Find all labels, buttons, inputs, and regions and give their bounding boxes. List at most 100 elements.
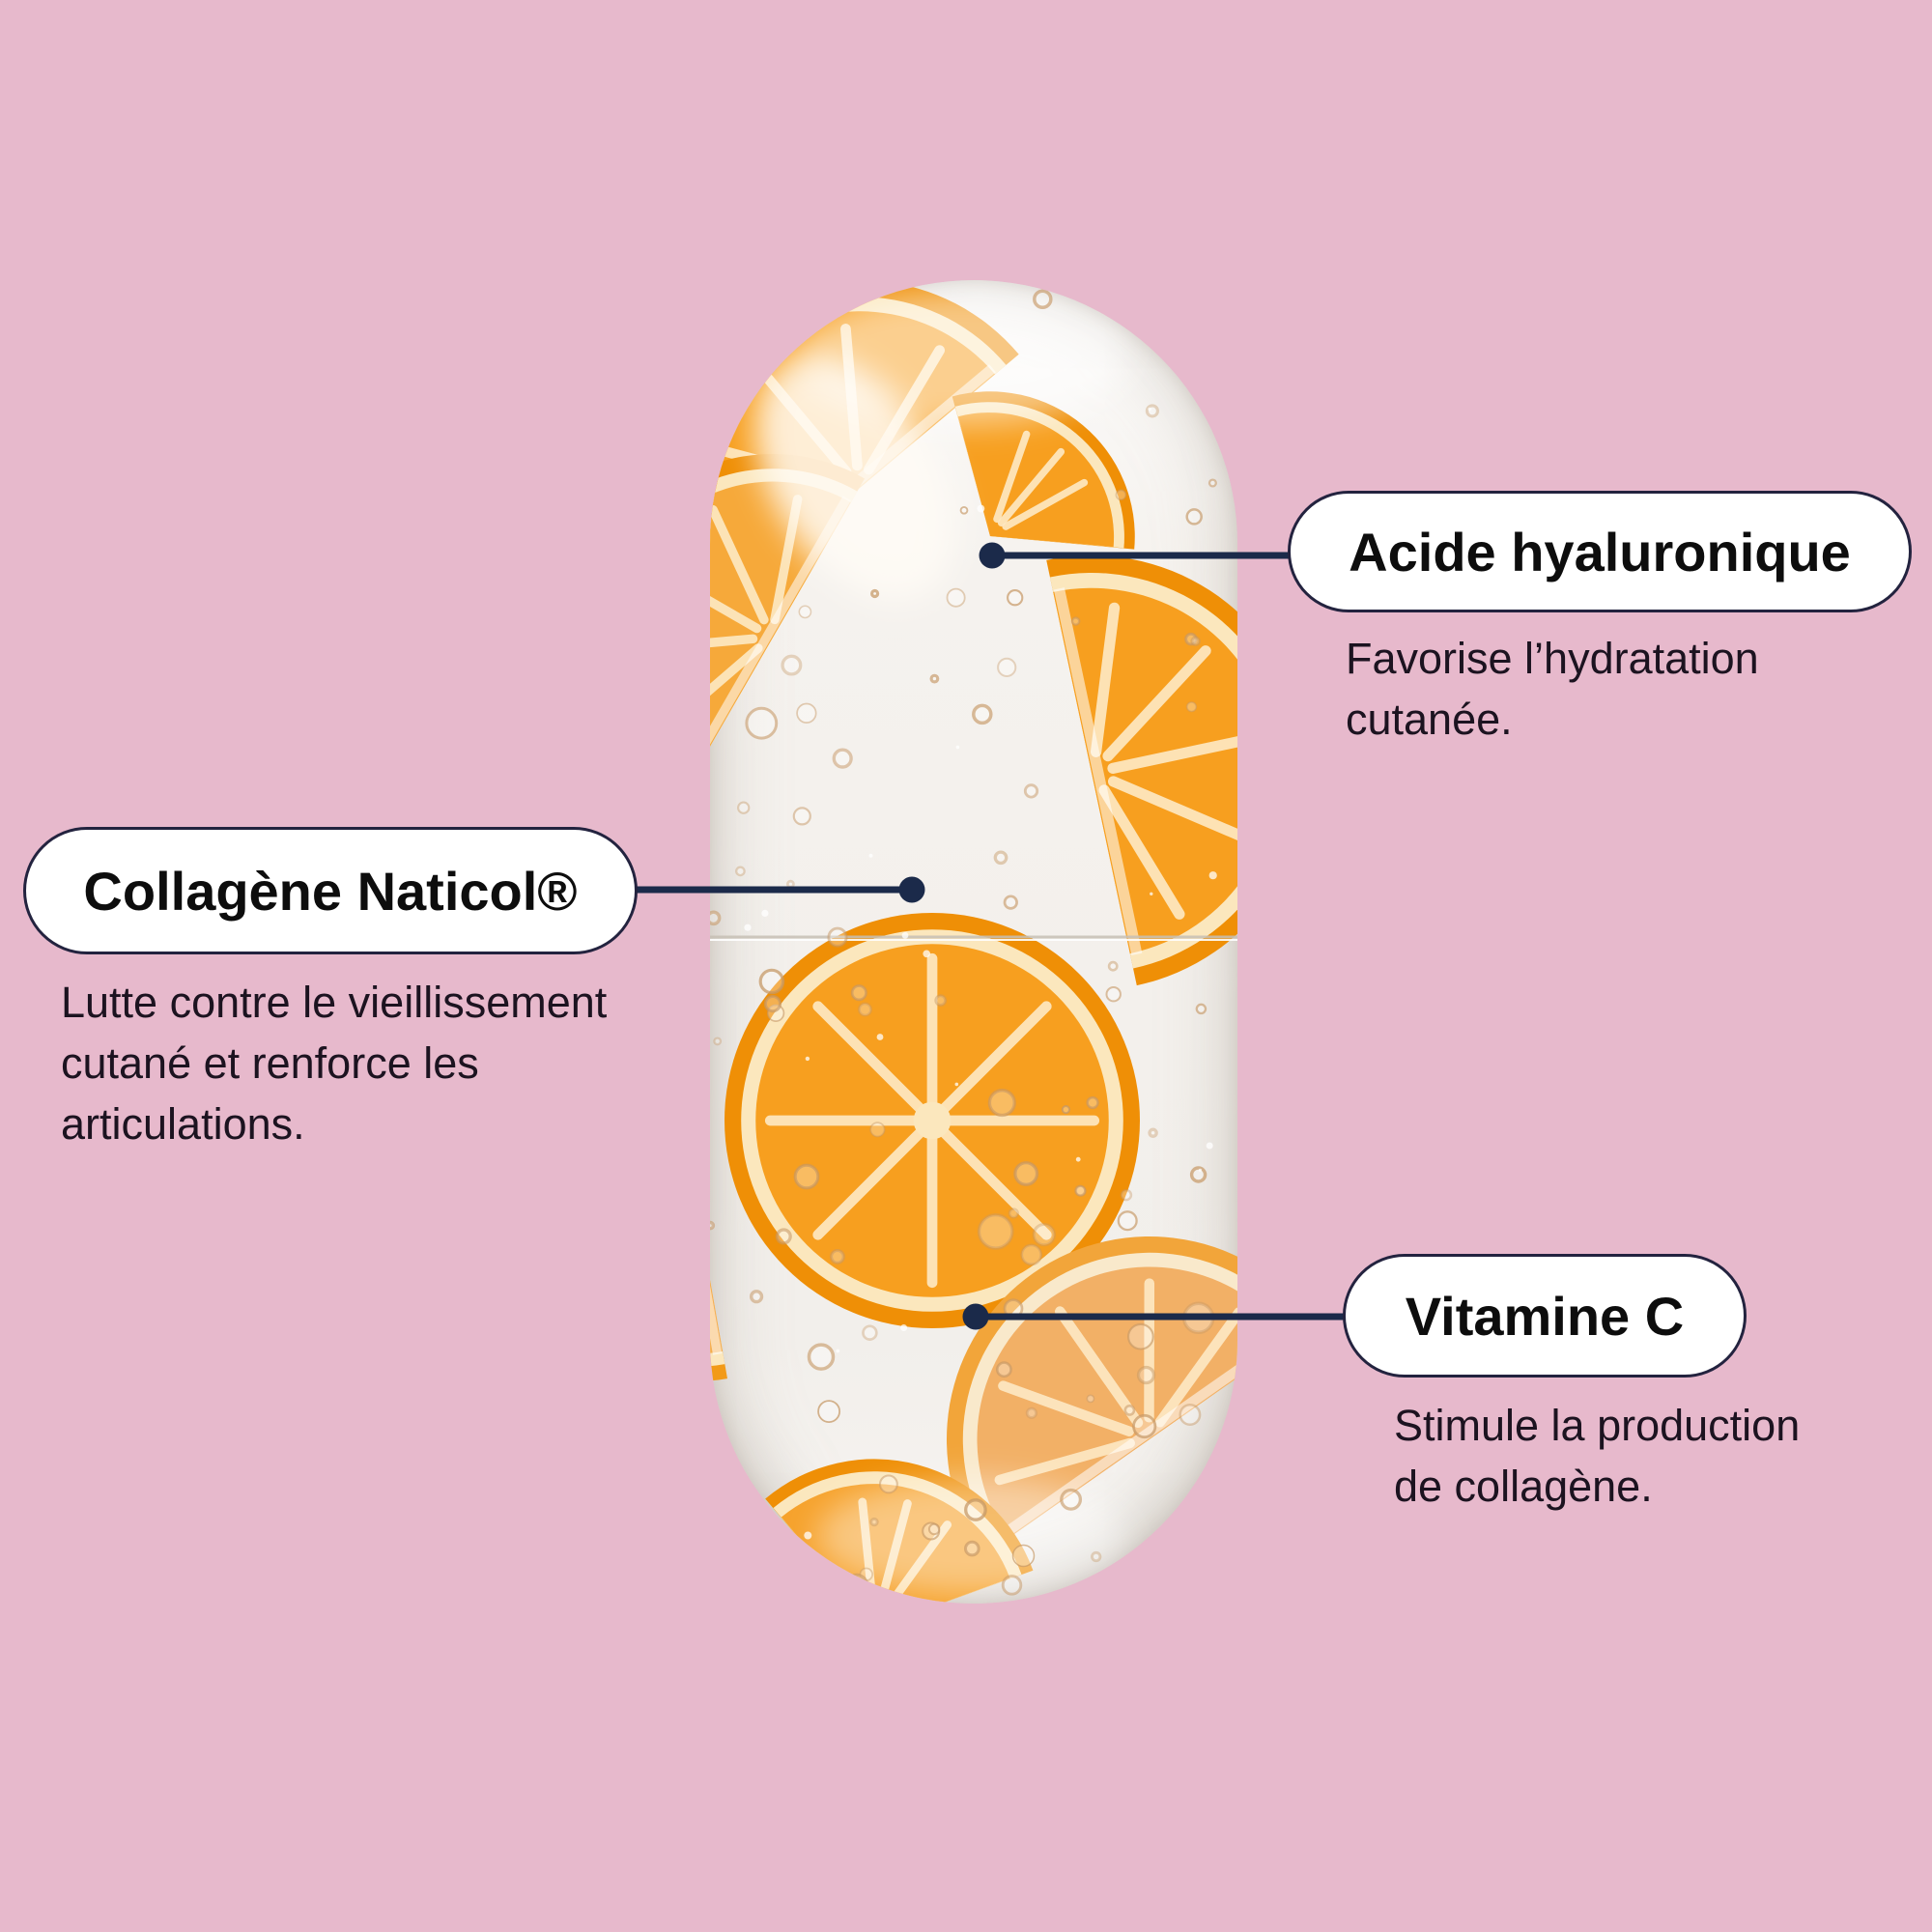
bubble bbox=[878, 1474, 898, 1494]
bubble bbox=[749, 1290, 764, 1304]
ingredient-title: Vitamine C bbox=[1405, 1285, 1685, 1347]
bubble bbox=[1013, 1161, 1039, 1186]
bubble bbox=[1195, 1003, 1208, 1015]
bubble bbox=[1086, 1095, 1099, 1110]
bubble bbox=[1185, 701, 1198, 713]
bubble bbox=[1208, 478, 1217, 488]
bubble bbox=[766, 1004, 785, 1022]
bubble bbox=[1148, 1127, 1158, 1139]
bubble bbox=[793, 1163, 820, 1190]
bubble bbox=[1179, 1404, 1202, 1426]
bubble bbox=[1008, 1208, 1019, 1219]
bubble bbox=[1178, 320, 1198, 340]
bubble bbox=[1120, 1188, 1133, 1202]
bubble bbox=[763, 995, 782, 1013]
bubble bbox=[805, 1056, 810, 1062]
bubble bbox=[1132, 1413, 1157, 1439]
bubble bbox=[817, 1400, 840, 1423]
bubble bbox=[761, 909, 769, 918]
bubble bbox=[737, 801, 751, 814]
bubble bbox=[781, 654, 803, 676]
bubble bbox=[713, 1037, 723, 1046]
bubble bbox=[807, 1343, 836, 1371]
bubble bbox=[929, 673, 940, 684]
bubble bbox=[775, 1587, 792, 1604]
description-line: cutané et renforce les bbox=[61, 1038, 479, 1088]
description-line: Favorise l’hydratation bbox=[1346, 634, 1759, 683]
bubble bbox=[1001, 1575, 1023, 1596]
bubble bbox=[1215, 354, 1235, 373]
capsule-seam bbox=[710, 935, 1237, 941]
description-line: cutanée. bbox=[1346, 695, 1513, 744]
bubble bbox=[786, 879, 795, 889]
bubble bbox=[954, 1082, 959, 1087]
bubble bbox=[850, 984, 867, 1002]
bubble bbox=[1023, 783, 1039, 799]
bubble bbox=[1127, 1322, 1154, 1350]
bubble bbox=[927, 1522, 941, 1536]
bubble bbox=[796, 306, 807, 318]
bubble bbox=[1185, 508, 1203, 526]
bubble bbox=[829, 1248, 845, 1264]
orange-slice bbox=[710, 1017, 727, 1410]
bubble bbox=[1149, 280, 1160, 290]
bubble bbox=[900, 1324, 908, 1331]
bubble bbox=[844, 1573, 869, 1598]
ingredient-pill-acide-hyaluronique: Acide hyaluronique bbox=[1288, 491, 1912, 612]
bubble bbox=[862, 1324, 878, 1341]
bubble bbox=[775, 1228, 792, 1245]
bubble bbox=[993, 850, 1009, 866]
ingredient-description-collagene-naticol: Lutte contre le vieillissement cutané et… bbox=[61, 972, 607, 1154]
bubble bbox=[758, 968, 785, 995]
bubble bbox=[710, 348, 730, 377]
bubble bbox=[1020, 1243, 1043, 1266]
bubble bbox=[964, 1498, 987, 1521]
bubble bbox=[804, 1531, 812, 1540]
bubble bbox=[832, 748, 853, 769]
bubble bbox=[1091, 1550, 1102, 1563]
bubble bbox=[1033, 289, 1053, 309]
bubble bbox=[1142, 328, 1151, 338]
bubble bbox=[1025, 1406, 1038, 1419]
bubble bbox=[1198, 1168, 1202, 1172]
glare-highlight bbox=[754, 290, 1125, 1594]
bubble bbox=[1198, 385, 1207, 393]
bubble bbox=[1061, 1105, 1070, 1115]
bubble bbox=[1148, 407, 1151, 412]
bubble bbox=[710, 1220, 716, 1231]
bubble bbox=[1123, 1405, 1136, 1416]
capsule-art bbox=[710, 280, 1237, 1604]
bubble bbox=[1190, 636, 1201, 647]
bubble bbox=[946, 587, 966, 608]
bubble bbox=[1219, 360, 1226, 368]
bubble bbox=[1075, 1156, 1081, 1162]
bubble bbox=[977, 1213, 1014, 1250]
bubble bbox=[1169, 316, 1179, 326]
description-line: de collagène. bbox=[1394, 1462, 1653, 1511]
bubble bbox=[836, 1349, 840, 1353]
bubble bbox=[1007, 589, 1024, 607]
bubble bbox=[869, 1517, 879, 1527]
bubble bbox=[1206, 1142, 1213, 1150]
bubble bbox=[955, 745, 960, 750]
bubble bbox=[1060, 1488, 1083, 1511]
bubble bbox=[995, 1361, 1012, 1378]
bubble bbox=[1105, 986, 1122, 1003]
bubble bbox=[857, 1002, 872, 1017]
bubble bbox=[868, 853, 873, 858]
bubble bbox=[1143, 323, 1155, 335]
bubble bbox=[1115, 489, 1127, 501]
ingredient-description-acide-hyaluronique: Favorise l’hydratation cutanée. bbox=[1346, 628, 1759, 750]
bubble bbox=[997, 657, 1017, 677]
bubble bbox=[869, 1122, 886, 1138]
bubble bbox=[1117, 1210, 1138, 1232]
bubble bbox=[1003, 895, 1018, 910]
bubble bbox=[1074, 1184, 1087, 1197]
bubble bbox=[827, 926, 848, 948]
ingredient-pill-collagene-naticol: Collagène Naticol® bbox=[23, 827, 638, 954]
bubble bbox=[798, 605, 812, 619]
description-line: articulations. bbox=[61, 1099, 305, 1149]
bubble bbox=[1160, 296, 1170, 306]
bubble bbox=[977, 504, 985, 513]
